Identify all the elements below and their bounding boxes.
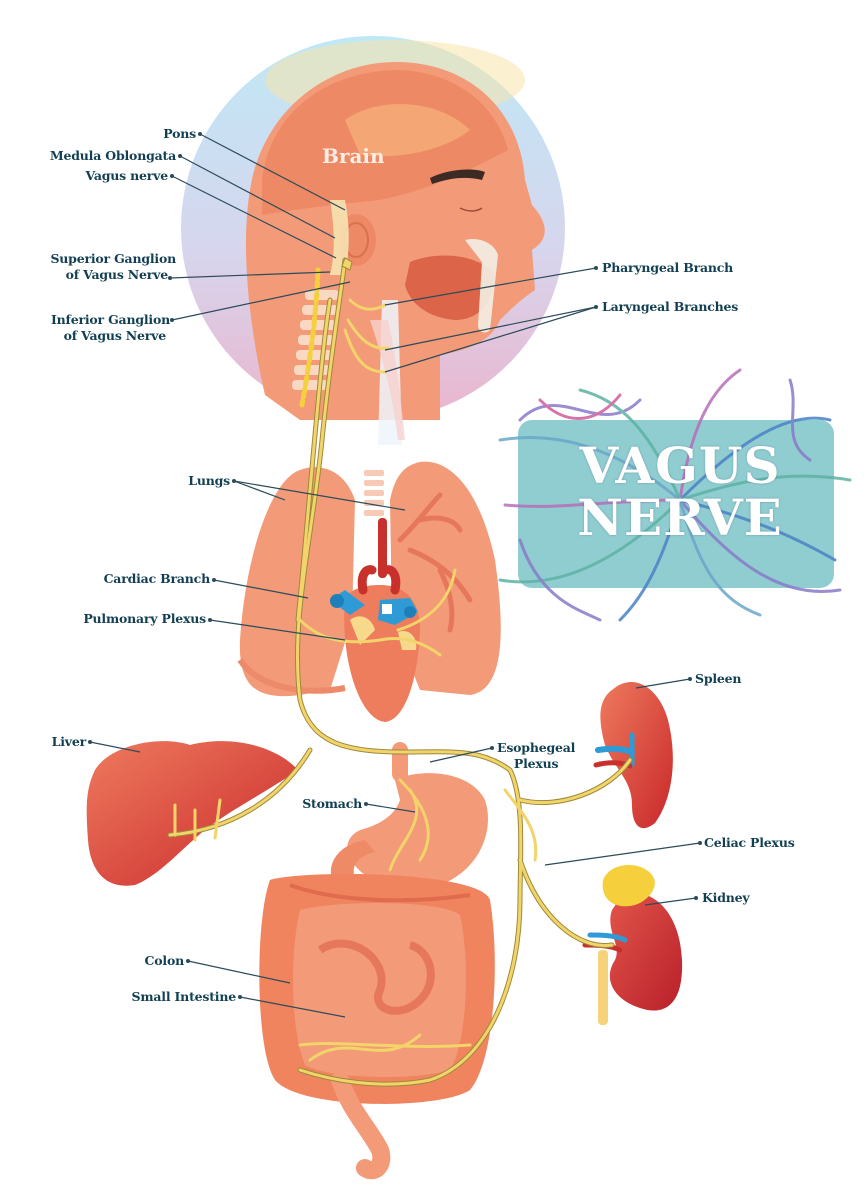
label-superior-ganglion: Superior Ganglion of Vagus Nerve [50, 251, 176, 283]
label-spleen: Spleen [695, 671, 742, 686]
spleen [593, 681, 673, 829]
label-small-intestine: Small Intestine [131, 989, 237, 1004]
label-lungs: Lungs [188, 473, 230, 488]
label-liver: Liver [51, 734, 87, 749]
chest-section [237, 461, 501, 722]
label-kidney: Kidney [702, 890, 750, 905]
label-superior-ganglion-line1: Superior Ganglion [50, 251, 176, 266]
label-inferior-ganglion: Inferior Ganglion of Vagus Nerve [51, 312, 170, 344]
title-line-1: VAGUS [579, 436, 781, 495]
title-line-2: NERVE [577, 488, 783, 547]
leader-lines [89, 133, 701, 1018]
label-cardiac-branch: Cardiac Branch [103, 571, 211, 586]
label-inferior-ganglion-line1: Inferior Ganglion [51, 312, 170, 327]
label-esophageal-plexus-line2: Plexus [513, 756, 559, 771]
page-title: VAGUS NERVE [520, 440, 840, 544]
vagus-nerve-paths [167, 257, 633, 1087]
label-pulmonary-plexus: Pulmonary Plexus [83, 611, 206, 626]
label-medula-oblongata: Medula Oblongata [49, 148, 176, 163]
label-laryngeal-branches: Laryngeal Branches [602, 299, 739, 314]
label-pharyngeal-branch: Pharyngeal Branch [602, 260, 734, 275]
label-celiac-plexus: Celiac Plexus [704, 835, 795, 850]
label-stomach: Stomach [302, 796, 362, 811]
label-esophageal-plexus: Esophegeal Plexus [497, 740, 575, 772]
label-superior-ganglion-line2: of Vagus Nerve [65, 267, 169, 282]
label-colon: Colon [144, 953, 185, 968]
label-esophageal-plexus-line1: Esophegeal [497, 740, 576, 755]
leader-dots [88, 132, 702, 999]
label-pons: Pons [163, 126, 196, 141]
label-vagus-nerve: Vagus nerve [85, 168, 168, 183]
brain-label: Brain [322, 144, 385, 168]
liver [86, 741, 299, 886]
intestines [259, 874, 495, 1180]
label-inferior-ganglion-line2: of Vagus Nerve [63, 328, 167, 343]
kidney [582, 864, 683, 1025]
head-section [181, 36, 565, 445]
title-graphic [498, 368, 852, 622]
